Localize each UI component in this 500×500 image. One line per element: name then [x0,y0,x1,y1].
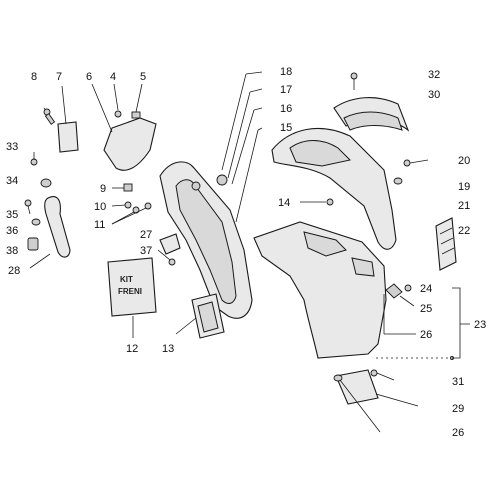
callout-32: 32 [428,69,440,81]
callout-18: 18 [280,66,292,78]
callout-11: 11 [94,219,105,231]
nut-part-5 [131,83,143,119]
clip-part-36 [31,218,41,226]
callout-30: 30 [428,89,440,101]
callout-4: 4 [110,71,116,83]
callout-23: 23 [474,319,486,331]
callout-13: 13 [162,343,174,355]
screw-part-14 [300,198,334,206]
callout-37: 37 [140,245,152,257]
callout-28: 28 [8,265,20,277]
callout-19: 19 [458,181,470,193]
screw-part-35 [24,199,32,215]
clip-part-26-lower [333,374,381,433]
screw-part-32 [350,72,358,90]
callout-25: 25 [420,303,432,315]
screw-part-8 [43,107,56,125]
washer-part-34 [40,178,52,188]
screw-part-31 [370,369,395,381]
callout-26-lower: 26 [452,427,464,439]
callout-17: 17 [280,84,292,96]
mount-bracket-part-6 [91,83,157,171]
callout-14: 14 [278,197,290,209]
callout-10: 10 [94,201,106,213]
side-panel-part-23 [253,221,387,359]
callout-33: 33 [6,141,18,153]
callout-6: 6 [86,71,92,83]
callout-16: 16 [280,103,292,115]
callout-22: 22 [458,225,470,237]
rubber-part-38 [27,237,39,251]
callout-9: 9 [100,183,106,195]
screw-part-37 [157,249,176,266]
callout-35: 35 [6,209,18,221]
screw-part-20 [403,159,429,167]
callout-26-upper: 26 [420,329,432,341]
side-cowl-part-21 [271,127,397,250]
callout-20: 20 [458,155,470,167]
callout-8: 8 [31,71,37,83]
cover-part-27 [159,233,181,255]
leg-shield-part [159,161,253,319]
screws-part-11 [111,202,152,225]
cover-plate-part-29 [335,369,419,407]
screw-part-4 [113,83,122,118]
callout-5: 5 [140,71,146,83]
spacer-part-9 [112,183,133,192]
kit-label-line2: FRENI [118,287,142,296]
kit-label-line1: KIT [120,275,133,284]
callout-7: 7 [56,71,62,83]
screw-part-24 [404,284,412,292]
group-bracket-23 [452,287,470,359]
callout-29: 29 [452,403,464,415]
clip-part-19 [393,177,403,185]
screw-part-10 [111,201,132,209]
callout-34: 34 [6,175,18,187]
bolt-part-33 [30,152,38,166]
callout-31: 31 [452,376,464,388]
leader-lines-18-15 [221,71,263,223]
callout-21: 21 [458,200,470,212]
vent-grille-part-22 [435,217,457,271]
callout-15: 15 [280,122,292,134]
callout-38: 38 [6,245,18,257]
reflector-part-13 [175,293,225,339]
spoiler-part-30 [333,97,410,132]
callout-12: 12 [126,343,138,355]
callout-24: 24 [420,283,432,295]
clip-part-25 [385,283,415,307]
callout-36: 36 [6,225,18,237]
grab-handle-part-28 [29,196,71,269]
callout-27: 27 [140,229,152,241]
brake-kit-decal-part-12: KIT FRENI [107,257,157,338]
bracket-part-7 [57,85,79,153]
